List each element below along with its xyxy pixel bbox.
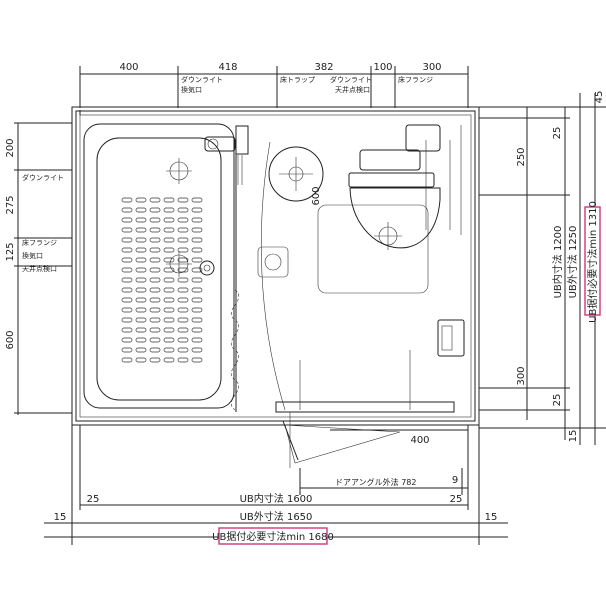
- install-min-horizontal-box: [218, 527, 328, 545]
- ub-outer-horizontal: UB外寸法 1650: [240, 510, 313, 523]
- right-dim-25-top: 25: [552, 127, 563, 140]
- right-dimension-lines: 45 25 250 300 25 15 UB内寸法 1200 UB外寸法 125…: [479, 91, 606, 445]
- bottom-15-left: 15: [54, 512, 67, 523]
- ub-outer-vertical: UB外寸法 1250: [566, 226, 579, 299]
- left-dim-2: 275: [5, 195, 16, 214]
- bottom-25-left: 25: [87, 494, 100, 505]
- bottom-dimension-lines: 400 ドアアングル外法 782 9 25 25 UB内寸法 1600 UB外寸…: [44, 425, 508, 545]
- label-top-ceiling-hatch: 天井点検口: [335, 85, 370, 94]
- toilet-depth-dim: 600: [311, 186, 322, 205]
- vent-icon: [166, 251, 192, 277]
- door: [275, 401, 455, 468]
- right-dim-25-bottom: 25: [552, 394, 563, 407]
- right-dim-300: 300: [516, 366, 527, 385]
- faucet: [204, 125, 249, 185]
- bottom-25-right: 25: [450, 494, 463, 505]
- left-dim-3: 125: [5, 242, 16, 261]
- label-top-downlight: ダウンライト: [181, 75, 223, 84]
- ub-inner-vertical: UB内寸法 1200: [551, 226, 564, 299]
- left-dimension-line: 200 275 125 600 ダウンライト 床フランジ 換気口 天井点検口: [5, 122, 72, 415]
- wash-area: [257, 141, 411, 411]
- left-dim-1: 200: [5, 138, 16, 157]
- top-dim-5: 300: [422, 62, 441, 73]
- label-left-ceiling-hatch: 天井点検口: [22, 264, 57, 273]
- ub-inner-horizontal: UB内寸法 1600: [240, 492, 313, 505]
- label-left-flange: 床フランジ: [22, 238, 57, 247]
- bottom-15-right: 15: [485, 512, 498, 523]
- label-top-floor-flange: 床フランジ: [398, 75, 433, 84]
- bathtub-drain-pattern: [121, 197, 203, 363]
- install-min-vertical-box: [584, 206, 601, 316]
- tub-drain-icon: [199, 260, 215, 276]
- downlight-icon: [166, 158, 192, 184]
- door-swing-dim: 400: [410, 435, 429, 446]
- floor-trap-icon: [268, 146, 324, 202]
- door-gap-dim: 9: [452, 475, 458, 486]
- bathtub: [83, 123, 235, 409]
- left-dim-4: 600: [5, 330, 16, 349]
- top-dim-4: 100: [373, 62, 392, 73]
- label-left-vent: 換気口: [22, 251, 43, 260]
- right-dim-15: 15: [568, 430, 579, 443]
- ub-install-horizontal: UB据付必要寸法min 1680: [212, 530, 334, 543]
- right-dim-45: 45: [594, 91, 605, 104]
- label-top-vent: 換気口: [181, 85, 202, 94]
- ub-install-vertical: UB据付必要寸法min 1310: [586, 201, 599, 323]
- label-top-floor-trap: 床トラップ: [280, 75, 315, 84]
- door-outer-label: ドアアングル外法 782: [335, 477, 417, 487]
- label-top-downlight-2: ダウンライト: [330, 75, 372, 84]
- top-dim-3: 382: [314, 62, 333, 73]
- unit-outline: [71, 106, 480, 426]
- label-left-downlight: ダウンライト: [22, 173, 64, 182]
- partition-wall: [231, 150, 239, 412]
- toilet: [348, 124, 465, 357]
- top-dim-1: 400: [119, 62, 138, 73]
- ceiling-hatch: [317, 204, 429, 294]
- top-dimension-line: 400 418 382 100 300 ダウンライト 換気口 床トラップ ダウン…: [79, 62, 469, 108]
- top-dim-2: 418: [218, 62, 237, 73]
- right-dim-250: 250: [516, 147, 527, 166]
